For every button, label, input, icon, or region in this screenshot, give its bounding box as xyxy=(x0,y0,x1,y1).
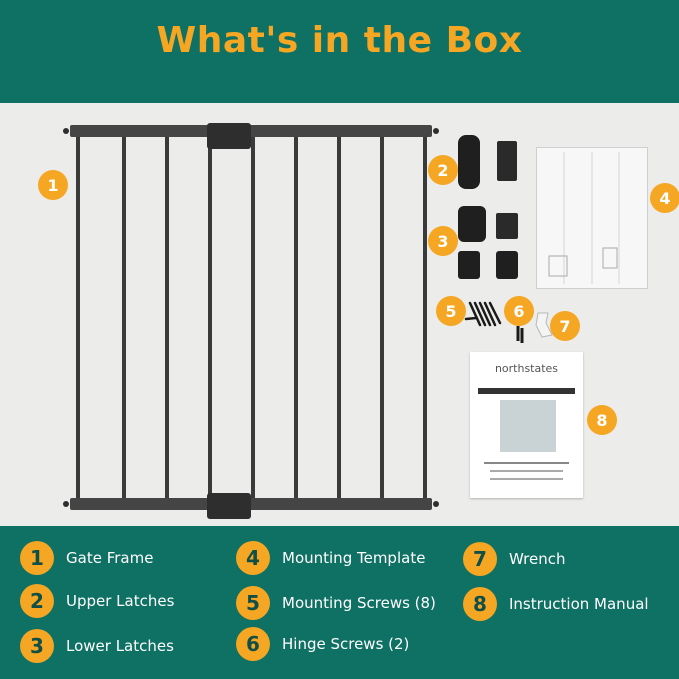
legend-item-wrench: 7 Wrench xyxy=(463,542,565,576)
mounting-template-image xyxy=(536,147,648,289)
manual-text-line xyxy=(484,462,569,464)
legend-number-badge: 3 xyxy=(20,629,54,663)
callout-badge-2: 2 xyxy=(428,155,458,185)
legend-label: Instruction Manual xyxy=(509,595,649,613)
gate-frame-image xyxy=(63,123,553,519)
legend-number-badge: 6 xyxy=(236,627,270,661)
callout-badge-8: 8 xyxy=(587,405,617,435)
legend-label: Upper Latches xyxy=(66,592,175,610)
legend-number-badge: 1 xyxy=(20,541,54,575)
callout-badge-6: 6 xyxy=(504,296,534,326)
callout-badge-5: 5 xyxy=(436,296,466,326)
legend-item-mounting-template: 4 Mounting Template xyxy=(236,541,425,575)
legend-number-badge: 8 xyxy=(463,587,497,621)
instruction-manual-image: northstates xyxy=(470,352,583,498)
legend-number-badge: 2 xyxy=(20,584,54,618)
callout-badge-4: 4 xyxy=(650,183,679,213)
legend-item-instruction-manual: 8 Instruction Manual xyxy=(463,587,649,621)
template-outline-icon xyxy=(548,152,620,284)
legend-item-lower-latches: 3 Lower Latches xyxy=(20,629,174,663)
legend-item-hinge-screws: 6 Hinge Screws (2) xyxy=(236,627,409,661)
manual-photo xyxy=(500,400,556,452)
page-title: What's in the Box xyxy=(156,20,523,61)
callout-badge-7: 7 xyxy=(550,311,580,341)
legend-item-mounting-screws: 5 Mounting Screws (8) xyxy=(236,586,436,620)
manual-text-line xyxy=(490,478,563,480)
callout-badge-1: 1 xyxy=(38,170,68,200)
legend-number-badge: 4 xyxy=(236,541,270,575)
legend-label: Gate Frame xyxy=(66,549,154,567)
legend-label: Wrench xyxy=(509,550,566,568)
legend-label: Mounting Template xyxy=(282,549,426,567)
header-banner: What's in the Box xyxy=(0,0,679,103)
manual-title-bar xyxy=(478,388,575,394)
legend-label: Lower Latches xyxy=(66,637,174,655)
legend-number-badge: 5 xyxy=(236,586,270,620)
legend-label: Hinge Screws (2) xyxy=(282,635,410,653)
contents-legend: 1 Gate Frame 2 Upper Latches 3 Lower Lat… xyxy=(0,526,679,679)
legend-label: Mounting Screws (8) xyxy=(282,594,436,612)
legend-item-gate-frame: 1 Gate Frame xyxy=(20,541,153,575)
legend-number-badge: 7 xyxy=(463,542,497,576)
callout-badge-3: 3 xyxy=(428,226,458,256)
legend-item-upper-latches: 2 Upper Latches xyxy=(20,584,174,618)
manual-brand-text: northstates xyxy=(494,362,559,375)
manual-text-line xyxy=(490,470,563,472)
product-photo: northstates 1 2 3 4 5 6 7 8 xyxy=(0,103,679,526)
